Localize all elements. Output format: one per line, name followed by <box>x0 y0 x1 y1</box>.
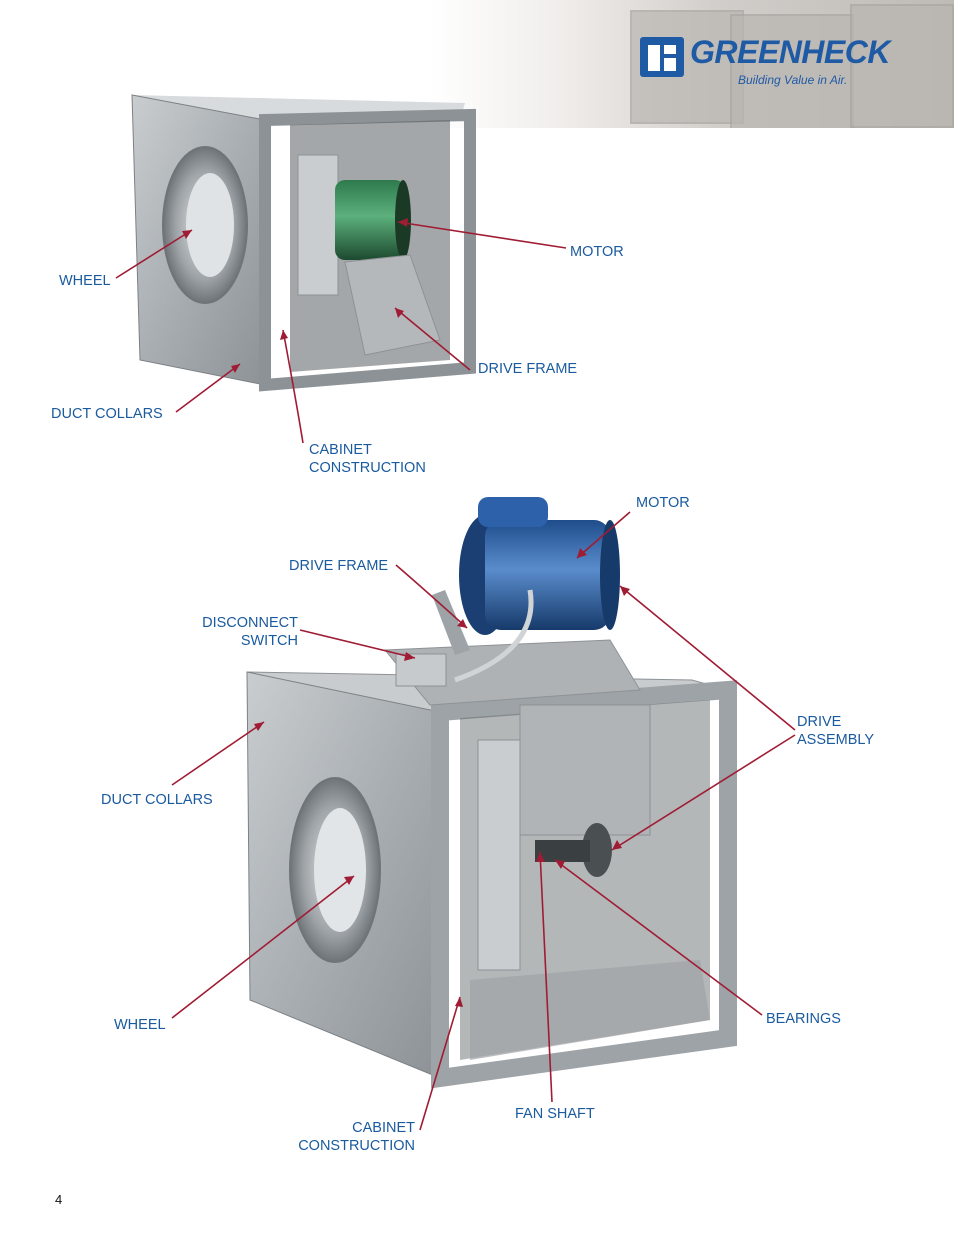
arrowhead <box>398 218 408 227</box>
arrowhead <box>395 308 404 318</box>
arrowhead <box>254 722 264 731</box>
page-number: 4 <box>55 1192 63 1207</box>
fig2-disconnect-switch-label: DISCONNECT SWITCH <box>196 614 298 650</box>
arrowhead <box>612 840 622 850</box>
fig1-cabinet-line1: CABINET <box>309 442 372 458</box>
fig1-cabinet-construction-label: CABINET CONSTRUCTION <box>309 441 426 477</box>
figure-2-leader-lines <box>171 511 796 1131</box>
fig1-cabinet-line2: CONSTRUCTION <box>309 460 426 476</box>
fig2-drive-frame-label: DRIVE FRAME <box>289 558 389 574</box>
fig2-cabinet-line1: CABINET <box>352 1120 415 1136</box>
fig2-drive-assembly-line2: ASSEMBLY <box>797 732 875 748</box>
arrowhead <box>555 860 565 869</box>
fig1-duct-collars-label: DUCT COLLARS <box>51 406 163 422</box>
arrowhead <box>620 586 630 596</box>
fig2-fan-shaft-label: FAN SHAFT <box>515 1106 595 1122</box>
fig1-motor-label: MOTOR <box>570 244 624 260</box>
fig2-wheel-label: WHEEL <box>114 1017 166 1033</box>
fig1-drive-frame-label: DRIVE FRAME <box>478 361 578 377</box>
fig2-drive-assembly-label: DRIVE ASSEMBLY <box>797 713 874 749</box>
arrowhead <box>231 364 240 373</box>
arrowhead <box>457 619 467 628</box>
fan-2-cabinet <box>246 497 737 1089</box>
brand-tagline: Building Value in Air. <box>738 73 848 87</box>
arrowhead <box>280 330 288 340</box>
figure-1-leader-lines <box>115 221 567 444</box>
fig2-bearings-label: BEARINGS <box>766 1011 841 1027</box>
fig2-disconnect-line1: DISCONNECT <box>202 615 298 631</box>
arrowhead <box>536 852 545 862</box>
arrowhead <box>577 548 587 558</box>
fig2-duct-collars-label: DUCT COLLARS <box>101 792 213 808</box>
arrowhead <box>182 230 192 239</box>
fan-1-cabinet <box>131 94 476 392</box>
arrowhead <box>344 876 354 885</box>
fig2-motor-label: MOTOR <box>636 495 690 511</box>
arrowhead <box>404 652 415 661</box>
header-banner <box>430 0 954 128</box>
arrowhead <box>455 997 463 1007</box>
fig2-disconnect-line2: SWITCH <box>240 633 298 649</box>
greenheck-mark-icon <box>640 37 684 77</box>
greenheck-logo: GREENHECK Building Value in Air. <box>640 34 890 90</box>
brand-name: GREENHECK <box>690 34 890 70</box>
fig2-cabinet-construction-label: CABINET CONSTRUCTION <box>290 1119 415 1155</box>
fig2-drive-assembly-line1: DRIVE <box>797 714 842 730</box>
fig2-cabinet-line2: CONSTRUCTION <box>298 1138 415 1154</box>
fig1-wheel-label: WHEEL <box>59 273 111 289</box>
